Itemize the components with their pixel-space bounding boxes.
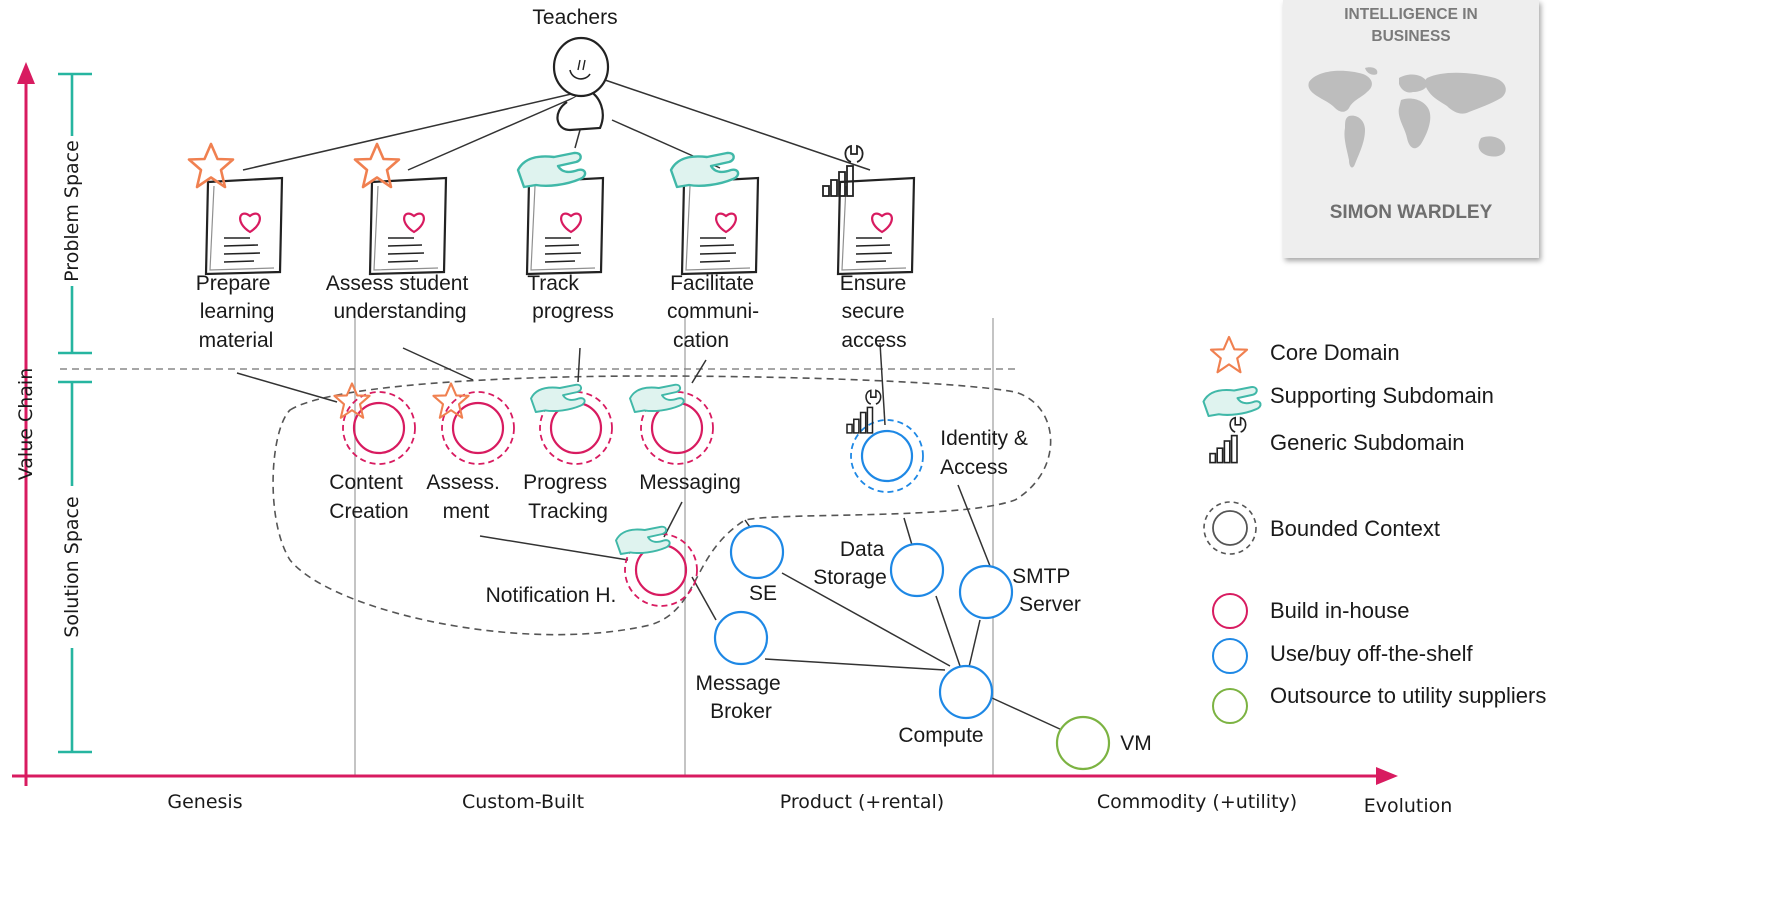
need-document-icon bbox=[204, 176, 284, 276]
need-document-icon bbox=[836, 176, 916, 276]
legend: Core Domain Supporting Subdomain Generic… bbox=[1202, 335, 1546, 724]
supporting-subdomain-hand-icon bbox=[530, 383, 586, 413]
component-label: SMTP Server bbox=[1012, 565, 1081, 616]
legend-supporting-hand-icon bbox=[1202, 386, 1262, 418]
need-label: Track progress bbox=[527, 272, 614, 323]
legend-outsource-label: Outsource to utility suppliers bbox=[1270, 683, 1546, 708]
context-label: Progress Tracking bbox=[523, 471, 613, 523]
legend-bounded-label: Bounded Context bbox=[1270, 516, 1440, 541]
book-title-line1: INTELLIGENCE IN bbox=[1344, 6, 1478, 23]
stage-custom-built: Custom-Built bbox=[462, 791, 584, 813]
need-document-icon bbox=[525, 176, 605, 276]
component-label: Compute bbox=[898, 724, 983, 747]
legend-buy-icon bbox=[1212, 638, 1248, 674]
bounded-context-assessment bbox=[441, 391, 515, 465]
solution-space-label: Solution Space bbox=[61, 496, 83, 637]
legend-core-star-icon bbox=[1209, 335, 1249, 374]
problem-space-label: Problem Space bbox=[61, 140, 83, 282]
need-document-icon bbox=[368, 176, 448, 276]
component-smtp-server bbox=[958, 564, 1014, 620]
evolution-axis bbox=[12, 767, 1398, 785]
component-label: Data Storage bbox=[813, 538, 890, 589]
stage-genesis: Genesis bbox=[167, 791, 242, 813]
legend-bounded-context-icon bbox=[1203, 501, 1257, 555]
legend-generic-label: Generic Subdomain bbox=[1270, 430, 1464, 455]
stage-product: Product (+rental) bbox=[780, 791, 944, 813]
legend-buy-label: Use/buy off-the-shelf bbox=[1270, 641, 1473, 666]
need-label: Assess student understanding bbox=[326, 272, 474, 323]
context-label: Identity & Access bbox=[940, 427, 1034, 479]
legend-core-label: Core Domain bbox=[1270, 340, 1400, 365]
legend-build-icon bbox=[1212, 593, 1248, 629]
legend-outsource-icon bbox=[1212, 688, 1248, 724]
teacher-figure-icon bbox=[552, 36, 610, 132]
stage-dividers bbox=[354, 318, 994, 776]
user-label: Teachers bbox=[532, 6, 617, 29]
context-label: Assess. ment bbox=[426, 471, 505, 523]
component-label: Message Broker bbox=[695, 672, 786, 723]
book-cover: INTELLIGENCE IN BUSINESS SIMON WARDLEY bbox=[1283, 0, 1539, 258]
y-axis-label: Value Chain bbox=[15, 368, 37, 481]
component-se bbox=[729, 524, 785, 580]
component-message-broker bbox=[713, 610, 769, 666]
solution-space-bracket bbox=[58, 380, 92, 754]
need-label: Facilitate communi- cation bbox=[667, 272, 765, 352]
supporting-subdomain-hand-icon bbox=[516, 151, 587, 189]
legend-generic-icon bbox=[1209, 416, 1247, 464]
stage-commodity: Commodity (+utility) bbox=[1097, 791, 1297, 813]
core-domain-star-icon bbox=[432, 382, 470, 419]
context-label: Notification H. bbox=[486, 584, 617, 607]
component-label: VM bbox=[1120, 732, 1152, 755]
dependency-links bbox=[236, 79, 1063, 731]
component-label: SE bbox=[749, 582, 777, 605]
supporting-subdomain-hand-icon bbox=[669, 151, 740, 189]
bounded-context-identity-access bbox=[850, 419, 924, 493]
component-vm bbox=[1055, 715, 1111, 771]
value-chain-axis bbox=[17, 62, 35, 786]
need-label: Ensure secure access bbox=[840, 272, 912, 352]
context-label: Content Creation bbox=[329, 471, 408, 523]
book-author: SIMON WARDLEY bbox=[1329, 202, 1493, 223]
generic-subdomain-icon bbox=[846, 389, 882, 434]
x-axis-label: Evolution bbox=[1364, 795, 1453, 817]
book-title-line2: BUSINESS bbox=[1371, 28, 1451, 45]
supporting-subdomain-hand-icon bbox=[629, 383, 685, 413]
component-data-storage bbox=[889, 542, 945, 598]
legend-supporting-label: Supporting Subdomain bbox=[1270, 383, 1494, 408]
context-label: Messaging bbox=[639, 471, 741, 494]
need-document-icon bbox=[680, 176, 760, 276]
supporting-subdomain-hand-icon bbox=[615, 525, 671, 555]
bounded-context-content-creation bbox=[342, 391, 416, 465]
legend-build-label: Build in-house bbox=[1270, 598, 1409, 623]
need-label: Prepare learning material bbox=[196, 272, 281, 352]
world-map-icon bbox=[1308, 67, 1506, 168]
core-domain-star-icon bbox=[333, 382, 371, 419]
component-compute bbox=[938, 664, 994, 720]
bounded-region-outline bbox=[272, 375, 1052, 636]
problem-space-bracket bbox=[58, 72, 92, 355]
